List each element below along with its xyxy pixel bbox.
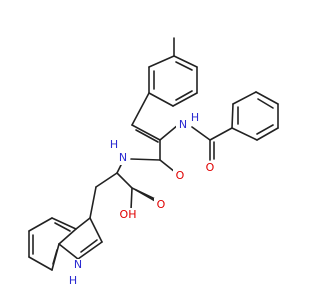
backbone: [89, 158, 158, 219]
label-bg: [71, 259, 85, 273]
label-bg: [116, 151, 130, 165]
label-bg: [176, 118, 190, 132]
indole-nitrogen-label: N: [74, 258, 82, 271]
indole-ring: [28, 217, 103, 271]
label-bg: [173, 169, 187, 183]
amide-oxygen-label: O: [176, 169, 185, 182]
label-bg: [154, 198, 168, 212]
acid-oh-label: OH: [120, 208, 137, 221]
alkene-chain: [130, 92, 179, 173]
atom-labels: N H N H O O OH O N H: [69, 111, 217, 287]
chemical-structure-diagram: N H N H O O OH O N H: [28, 37, 279, 287]
label-bg: [115, 208, 143, 222]
amide-left-nitrogen-label: N: [119, 151, 127, 164]
benzoyl-oxygen-label: O: [206, 161, 215, 174]
amide-left-hydrogen-label: H: [110, 138, 118, 151]
indole-hydrogen-label: H: [69, 274, 77, 287]
amide-right-hydrogen-label: H: [191, 111, 199, 124]
benzoyl-group: [191, 91, 279, 161]
acid-oxygen-label: O: [157, 198, 166, 211]
amide-right-nitrogen-label: N: [179, 118, 187, 131]
tolyl-ring: [148, 37, 198, 107]
label-bg: [203, 161, 217, 175]
